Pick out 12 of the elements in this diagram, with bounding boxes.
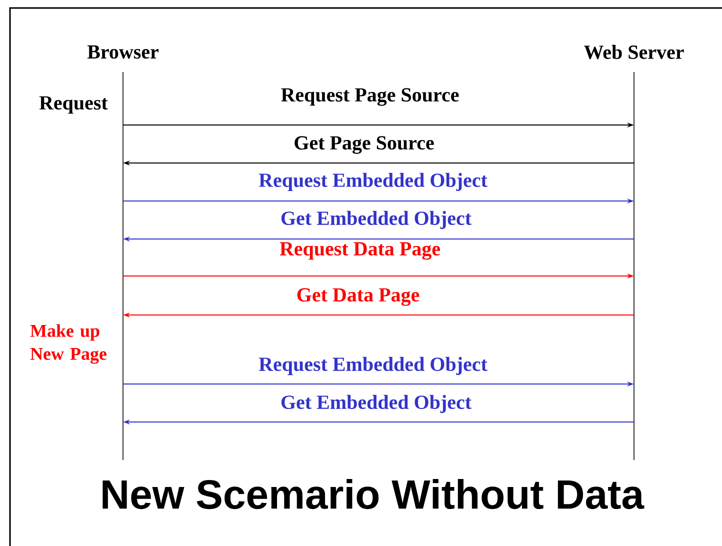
edge-label: Get Page Source bbox=[294, 136, 434, 154]
edge-label: Get Embedded Object bbox=[281, 394, 472, 414]
title: New Scemario Without Data bbox=[102, 478, 644, 510]
participant-lifeline: Web Server bbox=[584, 44, 684, 460]
note-label: Request bbox=[39, 96, 108, 114]
note-label: Make up New Page bbox=[30, 324, 106, 364]
edge-label: Request Page Source bbox=[281, 88, 459, 106]
edge-label: Request Embedded Object bbox=[258, 172, 488, 192]
edge-label: Get Data Page bbox=[297, 288, 420, 306]
edge-label: Get Embedded Object bbox=[281, 210, 472, 230]
edge-label: Request Embedded Object bbox=[258, 356, 488, 376]
edge-label: Request Data Page bbox=[280, 242, 440, 260]
